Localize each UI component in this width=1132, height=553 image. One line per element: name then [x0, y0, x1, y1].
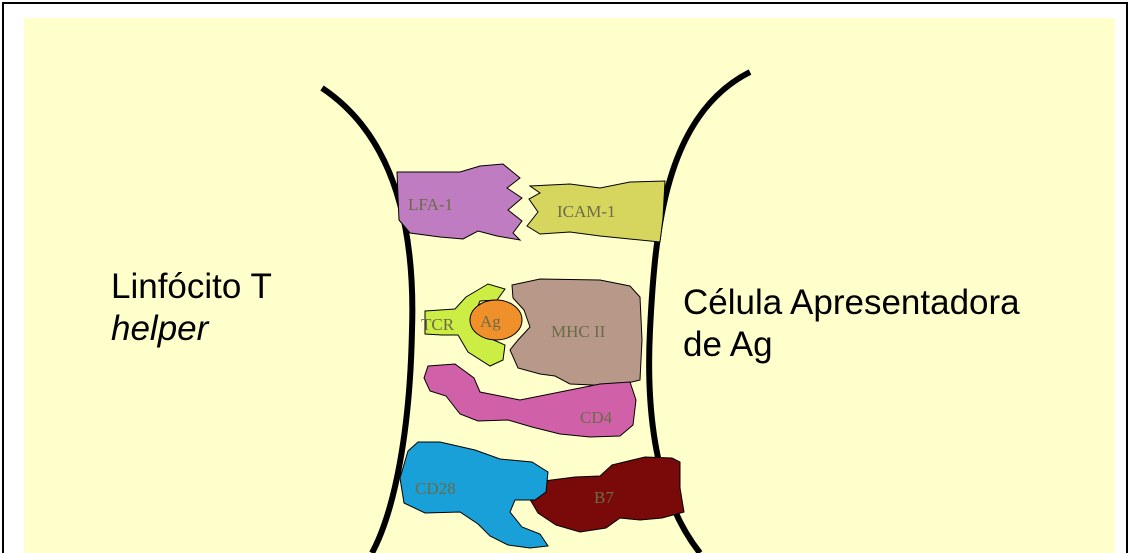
ag-label: Ag — [480, 312, 501, 331]
lfa1-label: LFA-1 — [408, 195, 453, 214]
cd4-label: CD4 — [580, 408, 613, 427]
tcr-label: TCR — [421, 315, 455, 334]
apc-label-line2: de Ag — [683, 324, 1020, 366]
icam1-label: ICAM-1 — [557, 202, 616, 221]
t-cell-label-line2: helper — [111, 308, 272, 350]
apc-label-line1: Célula Apresentadora — [683, 282, 1020, 324]
apc-label: Célula Apresentadora de Ag — [683, 282, 1020, 366]
t-cell-label: Linfócito T helper — [111, 266, 272, 350]
b7-label: B7 — [594, 488, 614, 507]
cd28-label: CD28 — [415, 479, 456, 498]
t-cell-membrane — [322, 88, 412, 553]
mhc2-label: MHC II — [551, 322, 606, 341]
t-cell-label-line1: Linfócito T — [111, 266, 272, 308]
